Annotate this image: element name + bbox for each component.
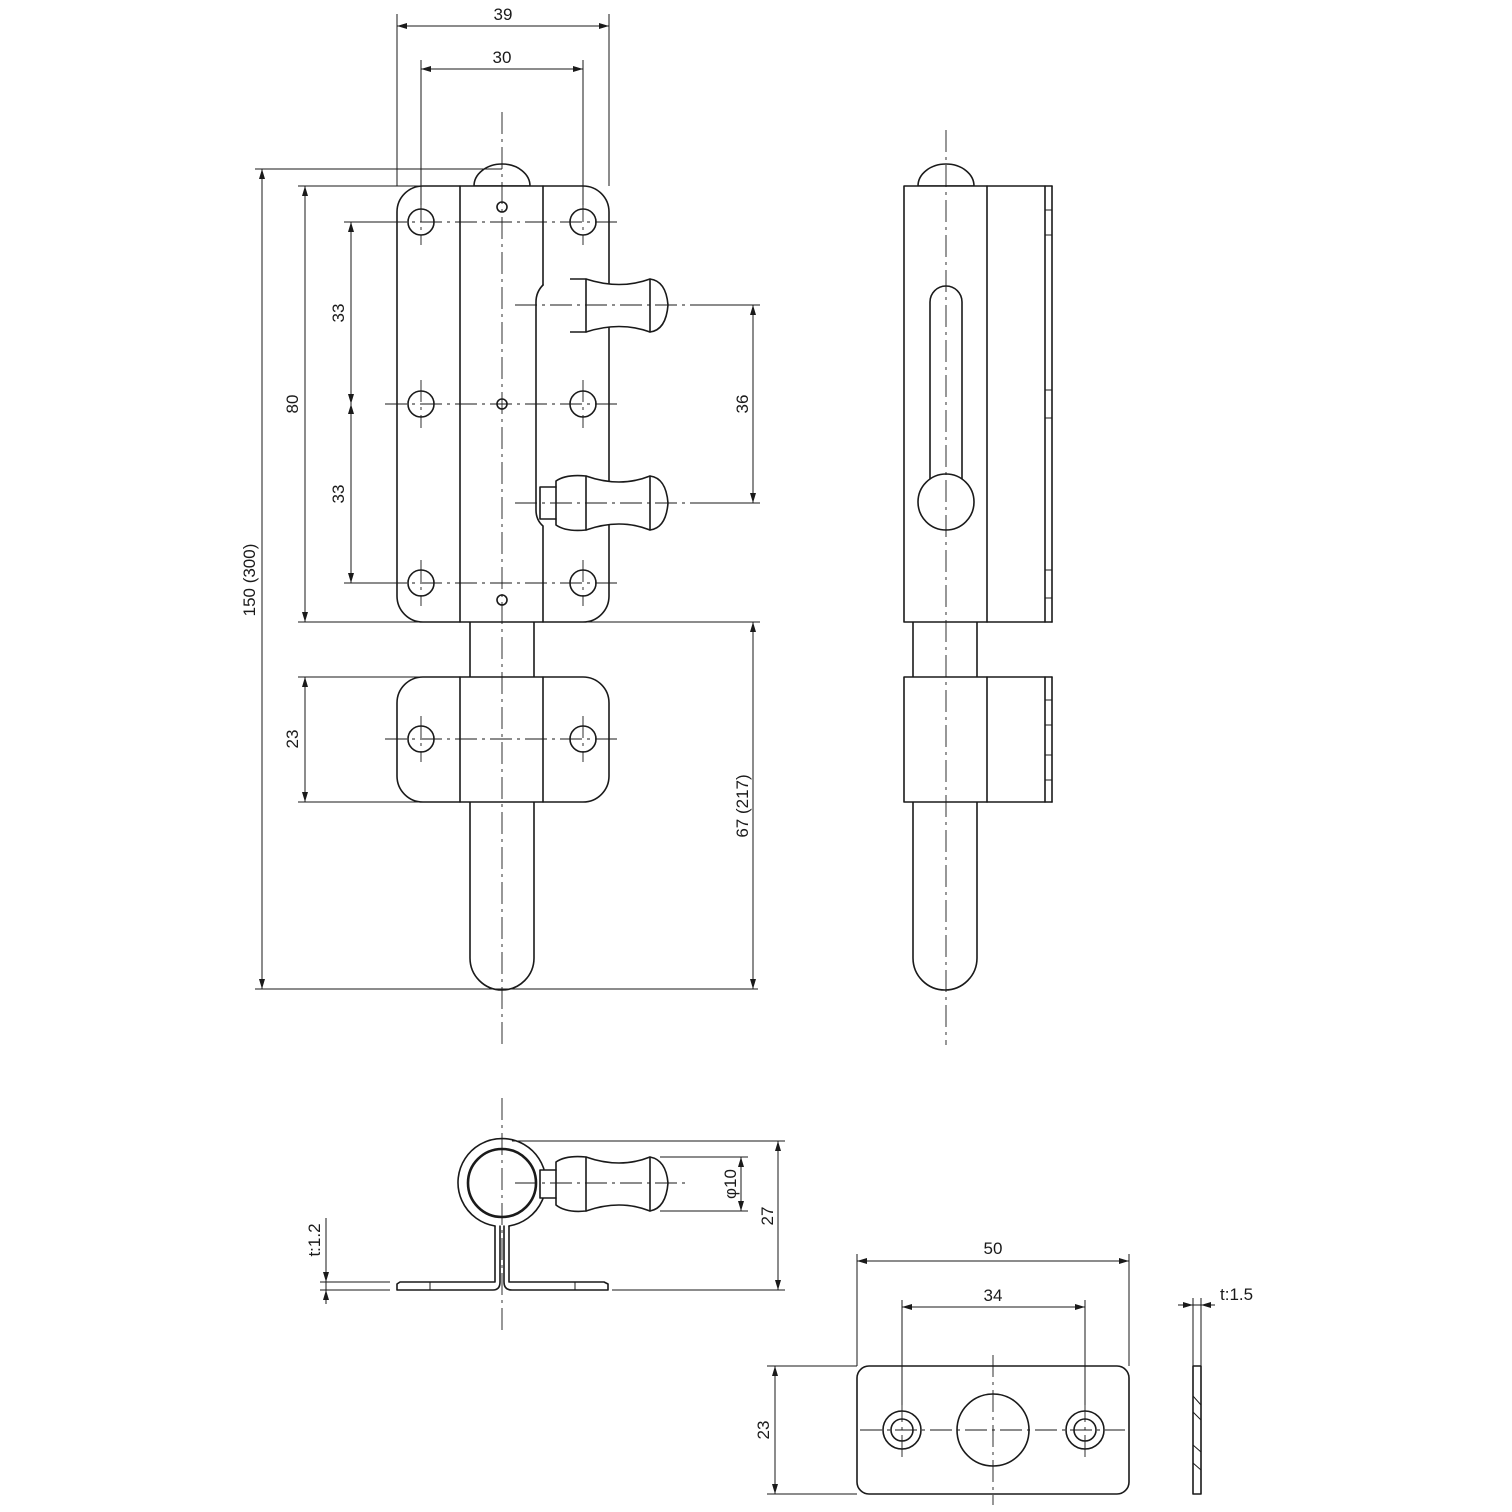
dim-phi10-label: φ10 (721, 1169, 740, 1199)
keeper-side (1192, 1365, 1202, 1495)
keeper-view: 50 34 23 t:1.5 (754, 1239, 1253, 1505)
dim-36-label: 36 (733, 395, 752, 414)
dim-39: 39 (396, 5, 610, 186)
dim-34-label: 34 (984, 1286, 1003, 1305)
dim-36: 36 (690, 304, 760, 504)
dim-23-keeper: 23 (754, 1365, 857, 1495)
dim-27-label: 27 (758, 1207, 777, 1226)
side-view (903, 130, 1053, 1045)
dim-t15: t:1.5 (1178, 1285, 1253, 1366)
top-view: φ10 27 t:1.2 (305, 1098, 785, 1330)
dim-33-upper-label: 33 (329, 304, 348, 323)
dim-projection-label: 67 (217) (733, 774, 752, 837)
dim-23-keeper-label: 23 (754, 1421, 773, 1440)
dim-30-label: 30 (493, 48, 512, 67)
dim-27: 27 (512, 1140, 785, 1291)
top-knob (539, 1155, 669, 1213)
knob-upper (570, 278, 669, 333)
dim-23-guide-label: 23 (283, 730, 302, 749)
dim-projection: 67 (217) (733, 622, 756, 989)
dim-33-lower-label: 33 (329, 485, 348, 504)
dim-overall-length-label: 150 (300) (240, 544, 259, 617)
dim-80-label: 80 (283, 395, 302, 414)
front-view: 39 30 150 (300) 80 (240, 5, 760, 1045)
dim-overall-length: 150 (300) (240, 168, 758, 990)
dim-23-guide: 23 (283, 676, 460, 803)
dim-50: 50 (856, 1239, 1130, 1366)
dim-t15-label: t:1.5 (1220, 1285, 1253, 1304)
side-slot (929, 285, 963, 501)
dim-30: 30 (420, 48, 584, 205)
dim-phi10: φ10 (660, 1156, 748, 1212)
side-plate (903, 185, 1046, 623)
dim-t12-label: t:1.2 (305, 1223, 324, 1256)
dim-39-label: 39 (494, 5, 513, 24)
dim-50-label: 50 (984, 1239, 1003, 1258)
dim-33: 33 33 (329, 221, 400, 584)
dim-34: 34 (901, 1286, 1086, 1405)
dim-80: 80 (283, 185, 760, 623)
guide-block (396, 676, 610, 803)
dim-t12: t:1.2 (305, 1218, 390, 1304)
